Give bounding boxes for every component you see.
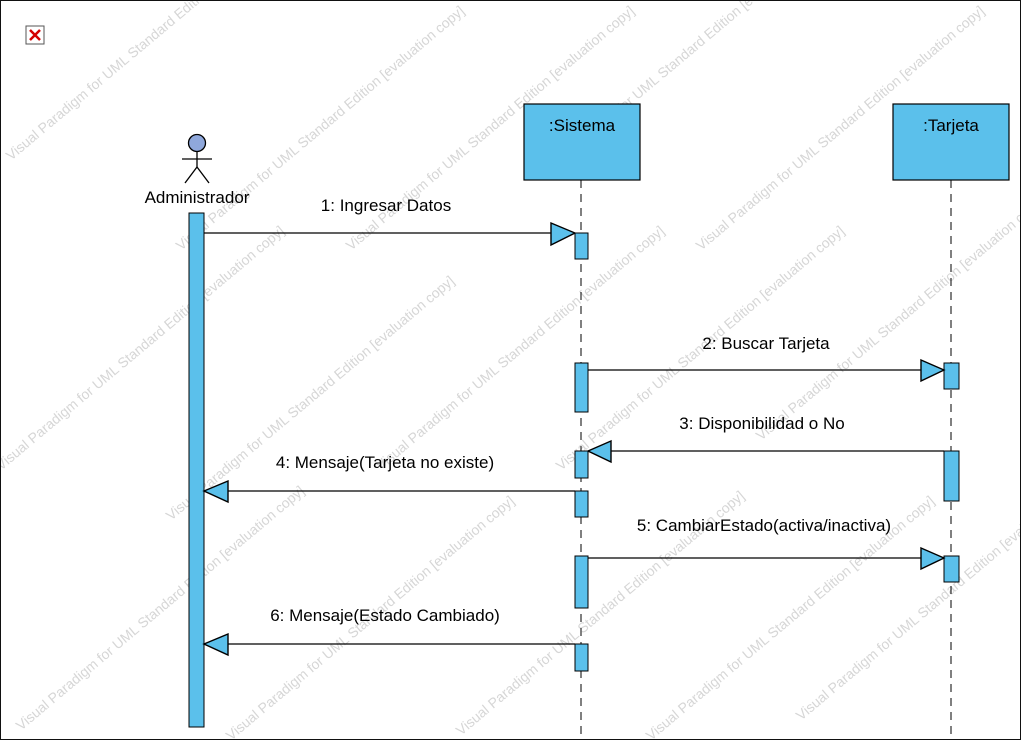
message-4[interactable]: 4: Mensaje(Tarjeta no existe) <box>202 453 575 504</box>
broken-image-icon <box>25 25 45 45</box>
actor-administrador[interactable]: Administrador <box>145 133 250 208</box>
message-6[interactable]: 6: Mensaje(Estado Cambiado) <box>202 606 575 657</box>
lifeline-sistema-label: :Sistema <box>549 116 616 135</box>
arrowhead-icon <box>550 221 577 247</box>
sistema-activation <box>574 450 589 479</box>
sistema-activation <box>574 643 589 672</box>
message-3-label: 3: Disponibilidad o No <box>679 414 844 433</box>
watermark-text: Visual Paradigm for UML Standard Edition… <box>373 222 668 473</box>
tarjeta-activation <box>943 450 960 502</box>
actor-label: Administrador <box>145 188 250 207</box>
message-6-label: 6: Mensaje(Estado Cambiado) <box>270 606 500 625</box>
lifeline-tarjeta-box <box>892 103 1010 181</box>
sistema-activation <box>574 490 589 518</box>
arrowhead-icon <box>920 546 946 571</box>
message-5-label: 5: CambiarEstado(activa/inactiva) <box>637 516 891 535</box>
sistema-activation <box>574 555 589 609</box>
lifeline-sistema[interactable]: :Sistema <box>523 103 641 181</box>
lifeline-sistema-box <box>523 103 641 181</box>
arrowhead-icon <box>586 439 612 464</box>
watermark-text: Visual Paradigm for UML Standard Edition… <box>3 1 298 163</box>
watermark-text: Visual Paradigm for UML Standard Edition… <box>1 222 287 473</box>
watermark-text: Visual Paradigm for UML Standard Edition… <box>13 482 308 733</box>
message-2[interactable]: 2: Buscar Tarjeta <box>588 334 946 383</box>
message-4-label: 4: Mensaje(Tarjeta no existe) <box>276 453 494 472</box>
arrowhead-icon <box>920 358 946 383</box>
lifeline-tarjeta[interactable]: :Tarjeta <box>892 103 1010 181</box>
message-2-label: 2: Buscar Tarjeta <box>702 334 830 353</box>
watermark-text: Visual Paradigm for UML Standard Edition… <box>753 192 1021 443</box>
sistema-activation <box>574 232 589 260</box>
watermark-text: Visual Paradigm for UML Standard Edition… <box>173 2 468 253</box>
sistema-activation <box>574 362 589 413</box>
arrowhead-icon <box>202 479 229 504</box>
lifeline-tarjeta-label: :Tarjeta <box>923 116 979 135</box>
tarjeta-activation <box>943 362 960 390</box>
message-1-label: 1: Ingresar Datos <box>321 196 451 215</box>
watermark-text: Visual Paradigm for UML Standard Edition… <box>163 272 458 523</box>
tarjeta-activation <box>943 555 960 583</box>
message-3[interactable]: 3: Disponibilidad o No <box>586 414 944 464</box>
actor-activation <box>188 212 205 728</box>
actor-head-icon <box>187 133 207 153</box>
message-5[interactable]: 5: CambiarEstado(activa/inactiva) <box>588 516 946 571</box>
arrowhead-icon <box>202 632 229 657</box>
message-1[interactable]: 1: Ingresar Datos <box>204 196 577 247</box>
